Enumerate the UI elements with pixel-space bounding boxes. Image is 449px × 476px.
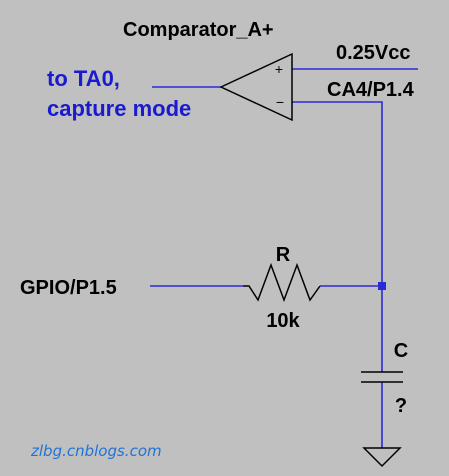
comparator-symbol	[219, 52, 293, 122]
resistor-value: 10k	[266, 310, 300, 332]
ground-icon	[362, 447, 402, 468]
minus-input-label: CA4/P1.4	[327, 79, 415, 101]
output-label-line1: to TA0,	[47, 66, 120, 91]
gpio-label: GPIO/P1.5	[20, 277, 117, 299]
capacitor-value: ?	[395, 395, 407, 417]
junction-node	[378, 282, 386, 290]
resistor-name: R	[276, 244, 291, 266]
comparator-title: Comparator_A+	[123, 19, 274, 41]
output-label-line2: capture mode	[47, 96, 191, 121]
capacitor-name: C	[394, 340, 408, 362]
comparator-minus-sign: −	[276, 94, 284, 110]
plus-input-label: 0.25Vcc	[336, 42, 411, 64]
resistor-symbol	[243, 262, 321, 303]
minus-input-wire	[292, 101, 383, 286]
watermark: zlbg.cnblogs.com	[30, 442, 162, 460]
comparator-plus-sign: +	[275, 61, 283, 77]
